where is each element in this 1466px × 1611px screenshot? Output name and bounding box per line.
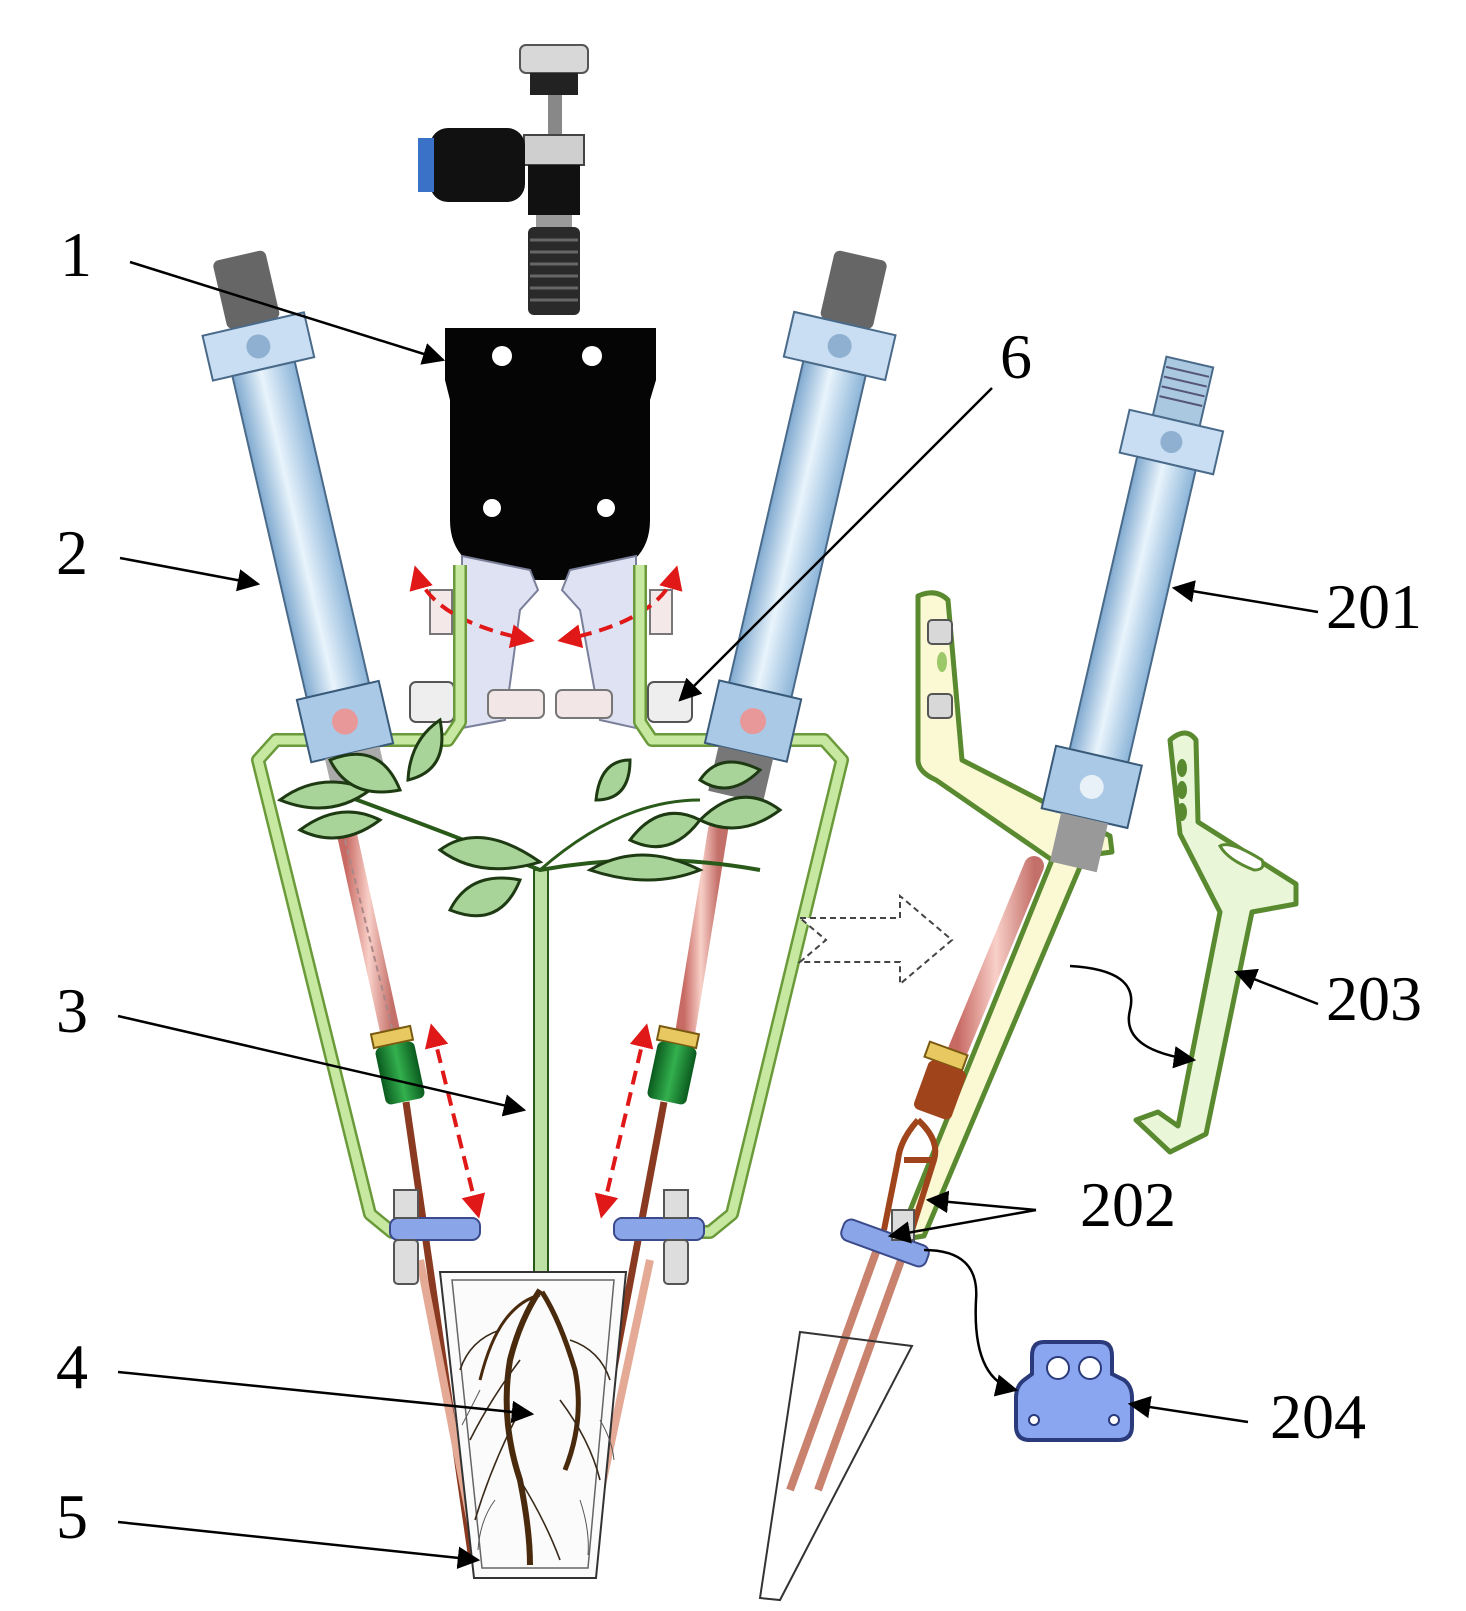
exploded-view-arrow xyxy=(797,893,954,987)
callout-labels: 1 2 3 4 5 6 201 202 203 204 xyxy=(56,219,1422,1552)
bottom-clamps xyxy=(389,1189,705,1285)
exploded-cylinder xyxy=(1040,355,1225,873)
pot xyxy=(438,1271,628,1579)
wavy-connector-arrows xyxy=(923,964,1197,1397)
air-fitting xyxy=(418,44,589,315)
label-202: 202 xyxy=(1080,1169,1176,1240)
l-bracket-203 xyxy=(1133,730,1299,1155)
label-3: 3 xyxy=(56,975,88,1046)
label-2: 2 xyxy=(56,517,88,588)
gripper-body xyxy=(409,328,693,730)
right-cylinder xyxy=(703,250,897,804)
left-cylinder xyxy=(201,250,395,789)
roots xyxy=(459,1288,615,1566)
needle-travel-arrows xyxy=(424,1023,654,1219)
label-6: 6 xyxy=(1000,321,1032,392)
leader-lines xyxy=(117,260,1319,1570)
label-5: 5 xyxy=(56,1481,88,1552)
label-203: 203 xyxy=(1326,963,1422,1034)
green-frame xyxy=(251,565,849,1239)
label-201: 201 xyxy=(1326,571,1422,642)
label-1: 1 xyxy=(60,219,92,290)
seedling xyxy=(276,717,783,1291)
exploded-needle-pair xyxy=(758,856,1044,1602)
label-204: 204 xyxy=(1270,1381,1366,1452)
label-4: 4 xyxy=(56,1331,88,1402)
clamp-plate-204 xyxy=(1014,1340,1134,1442)
